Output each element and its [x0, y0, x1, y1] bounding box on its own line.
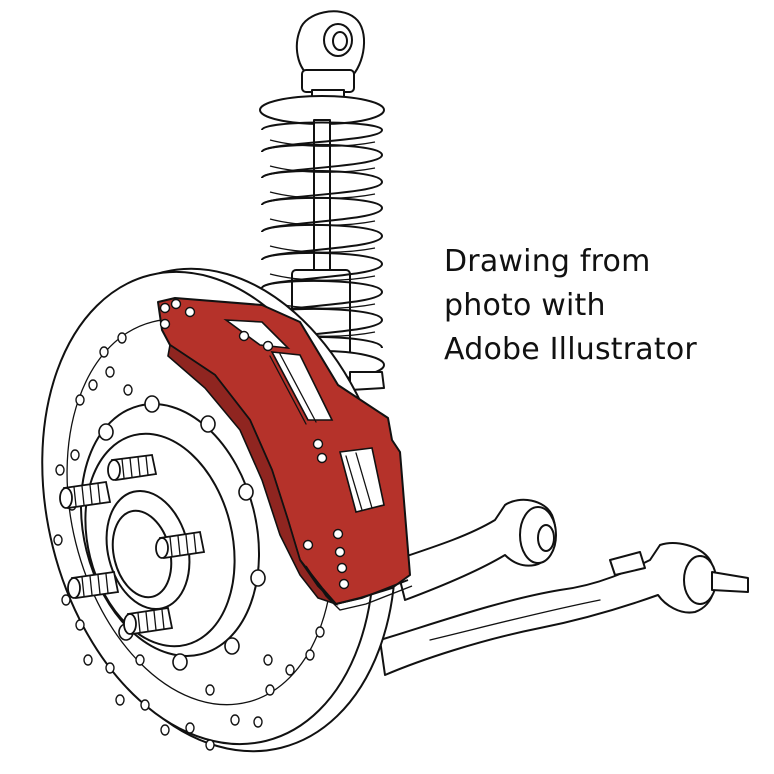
caption-line-1: Drawing from	[444, 244, 651, 279]
brake-caliper-icon	[157, 297, 413, 611]
caption-line-2: photo with	[444, 288, 606, 323]
caption-line-3: Adobe Illustrator	[444, 332, 697, 367]
caption-text: Drawing from photo with Adobe Illustrato…	[444, 240, 764, 372]
control-arm-icon	[379, 498, 749, 676]
